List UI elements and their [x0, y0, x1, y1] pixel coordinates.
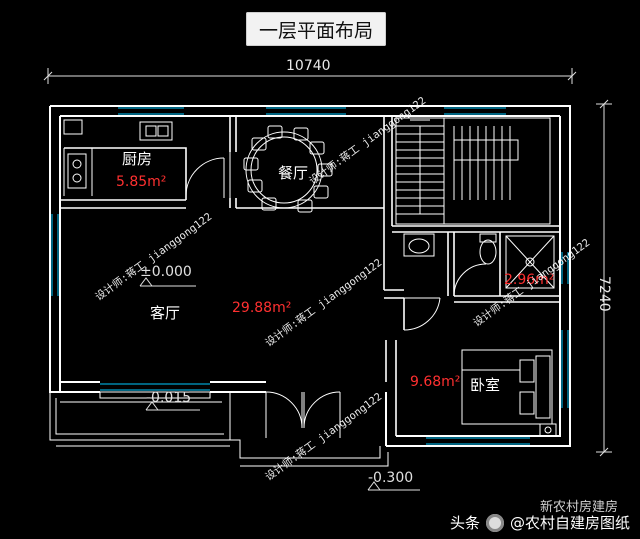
bathroom-fixtures — [403, 233, 555, 289]
account-name: @农村自建房图纸 — [509, 514, 630, 532]
bedroom-area: 9.68m² — [410, 374, 461, 390]
right-dimension-line — [596, 99, 612, 457]
entrance-doors — [265, 391, 341, 438]
account-avatar-icon — [485, 513, 504, 532]
porch-steps — [49, 391, 389, 467]
living-area: 29.88m² — [232, 300, 292, 316]
staircase — [395, 117, 551, 225]
interior-walls — [60, 116, 560, 436]
top-dimension-line — [43, 68, 577, 84]
kitchen-door-swing — [185, 157, 225, 197]
bedroom-label: 卧室 — [470, 376, 501, 394]
bathroom-area: 2.96m² — [504, 272, 555, 288]
living-label: 客厅 — [150, 304, 181, 322]
dining-label: 餐厅 — [278, 164, 309, 182]
floor-level: ±0.000 — [140, 264, 192, 280]
outside-level: -0.300 — [368, 470, 414, 486]
porch-level: -0.015 — [146, 390, 192, 406]
level-markers — [139, 277, 420, 491]
kitchen-fixtures — [63, 119, 173, 196]
kitchen-label: 厨房 — [122, 150, 153, 168]
exterior-walls — [49, 105, 571, 447]
drawing-title: 一层平面布局 — [246, 12, 386, 46]
footer-source: 头条 @农村自建房图纸 — [450, 512, 630, 533]
bed — [461, 349, 557, 437]
kitchen-area: 5.85m² — [116, 174, 167, 190]
bedroom-door-swing — [403, 297, 441, 331]
windows — [51, 107, 569, 445]
account-overlay: 新农村房建房 — [539, 500, 618, 515]
platform-name: 头条 — [449, 514, 480, 532]
dining-table — [243, 125, 333, 213]
height-dimension: 7240 — [596, 276, 612, 312]
width-dimension: 10740 — [286, 58, 331, 74]
